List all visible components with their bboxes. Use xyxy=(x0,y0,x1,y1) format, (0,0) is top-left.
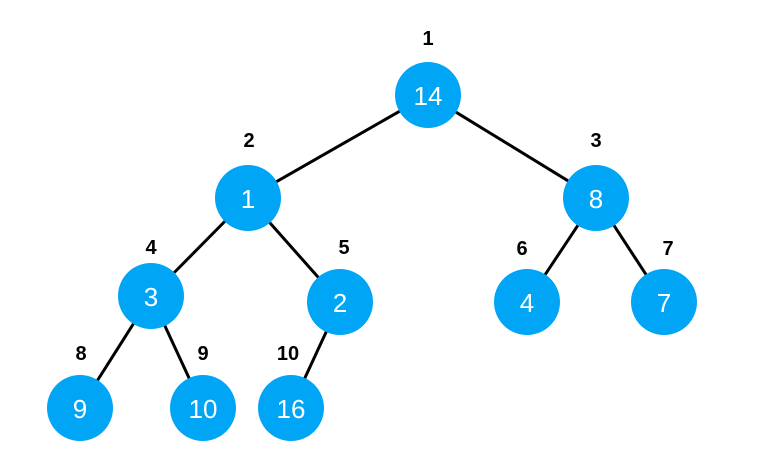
tree-node-9: 10 9 xyxy=(170,343,236,441)
edge-1-3 xyxy=(452,109,572,184)
edge-2-4 xyxy=(171,218,228,276)
node-index-label: 5 xyxy=(338,237,349,259)
node-circle xyxy=(307,269,373,335)
edge-3-7 xyxy=(611,222,649,278)
tree-node-4: 34 xyxy=(118,237,184,329)
node-index-label: 1 xyxy=(422,28,433,50)
tree-node-1: 14 1 xyxy=(395,28,461,128)
node-circle xyxy=(47,375,113,441)
node-circle xyxy=(563,165,629,231)
tree-node-5: 25 xyxy=(307,237,373,335)
node-circle xyxy=(170,375,236,441)
node-index-label: 8 xyxy=(75,343,86,365)
node-index-label: 4 xyxy=(145,237,157,259)
node-value: 8 xyxy=(589,184,603,214)
tree-node-3: 83 xyxy=(563,130,629,231)
node-index-label: 9 xyxy=(197,343,208,365)
node-value: 16 xyxy=(277,394,306,424)
node-index-label: 7 xyxy=(662,238,673,260)
edge-1-2 xyxy=(273,108,403,185)
tree-node-8: 98 xyxy=(47,343,113,441)
node-value: 9 xyxy=(73,394,87,424)
node-value: 7 xyxy=(657,288,671,318)
node-index-label: 10 xyxy=(277,343,299,365)
node-circle xyxy=(118,263,184,329)
tree-node-7: 77 xyxy=(631,238,697,335)
edge-5-10 xyxy=(302,328,329,382)
node-value: 14 xyxy=(414,81,443,111)
edge-2-5 xyxy=(267,219,321,281)
node-circle xyxy=(631,269,697,335)
node-value: 1 xyxy=(241,184,255,214)
node-value: 2 xyxy=(333,288,347,318)
tree-node-6: 46 xyxy=(494,238,560,335)
node-circle xyxy=(494,269,560,335)
node-index-label: 6 xyxy=(516,238,527,260)
node-index-label: 3 xyxy=(590,130,601,152)
node-value: 4 xyxy=(520,288,534,318)
node-circle xyxy=(395,62,461,128)
edge-4-8 xyxy=(95,320,136,384)
tree-node-2: 12 xyxy=(215,130,281,231)
node-circle xyxy=(258,375,324,441)
edge-3-6 xyxy=(542,222,581,278)
node-circle xyxy=(215,165,281,231)
node-value: 10 xyxy=(189,394,218,424)
edge-4-9 xyxy=(162,322,192,382)
node-value: 3 xyxy=(144,282,158,312)
edges-layer xyxy=(95,108,649,384)
node-index-label: 2 xyxy=(243,130,254,152)
